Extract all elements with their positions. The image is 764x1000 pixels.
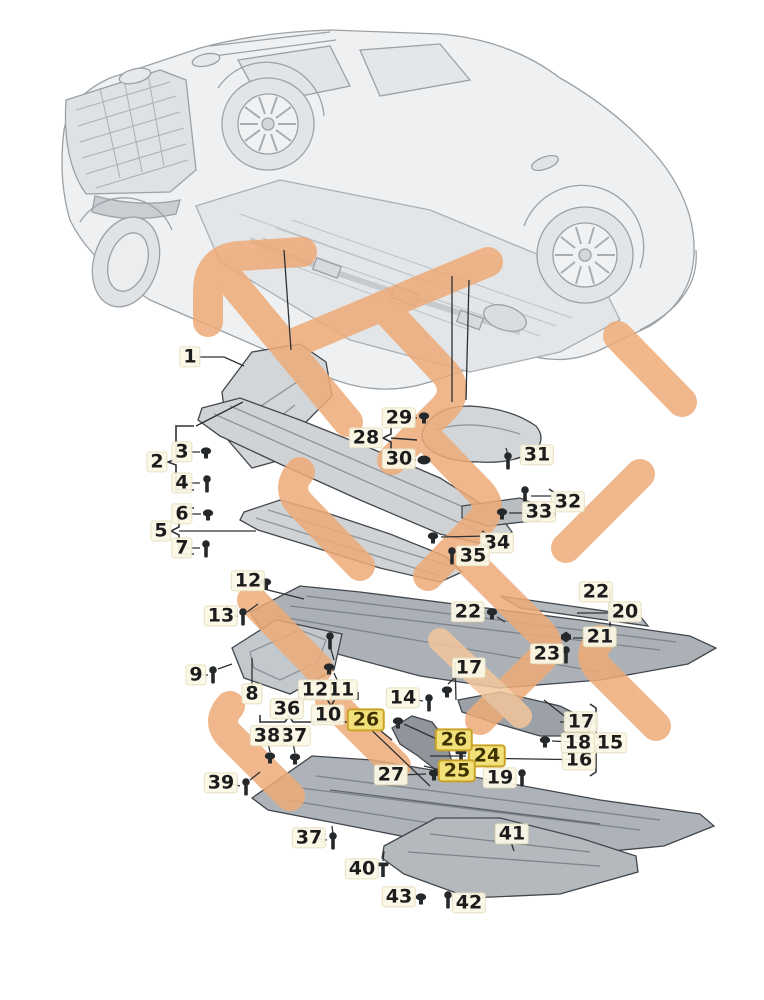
fastener-clip-icon: [427, 532, 439, 544]
fastener-screw-icon: [329, 832, 337, 850]
car-illustration: [61, 29, 697, 390]
fastener-bolt-icon: [202, 540, 210, 558]
fastener-clip-icon: [202, 509, 214, 521]
fastener-grommet-icon: [417, 455, 431, 465]
fastener-screw-icon: [242, 778, 250, 796]
panel-rear-underbody: [381, 817, 639, 899]
fastener-screw-icon: [444, 891, 452, 909]
fastener-clip-icon: [200, 447, 212, 459]
front-wheel: [221, 77, 315, 171]
fastener-clip-icon: [289, 753, 301, 765]
fastener-screw-icon: [425, 694, 433, 712]
fastener-bolt-icon: [203, 475, 211, 493]
fastener-clip-icon: [539, 736, 551, 748]
fastener-bolt-icon: [239, 608, 247, 626]
rear-wheel: [536, 206, 634, 304]
fastener-tbolt-icon: [377, 862, 389, 877]
fastener-clip-icon: [260, 578, 272, 590]
fastener-clip-icon: [441, 686, 453, 698]
fastener-screw-icon: [518, 769, 526, 787]
fastener-clip-icon: [415, 893, 427, 905]
fastener-tbolt-icon: [455, 750, 467, 765]
fastener-bolt-icon: [209, 666, 217, 684]
